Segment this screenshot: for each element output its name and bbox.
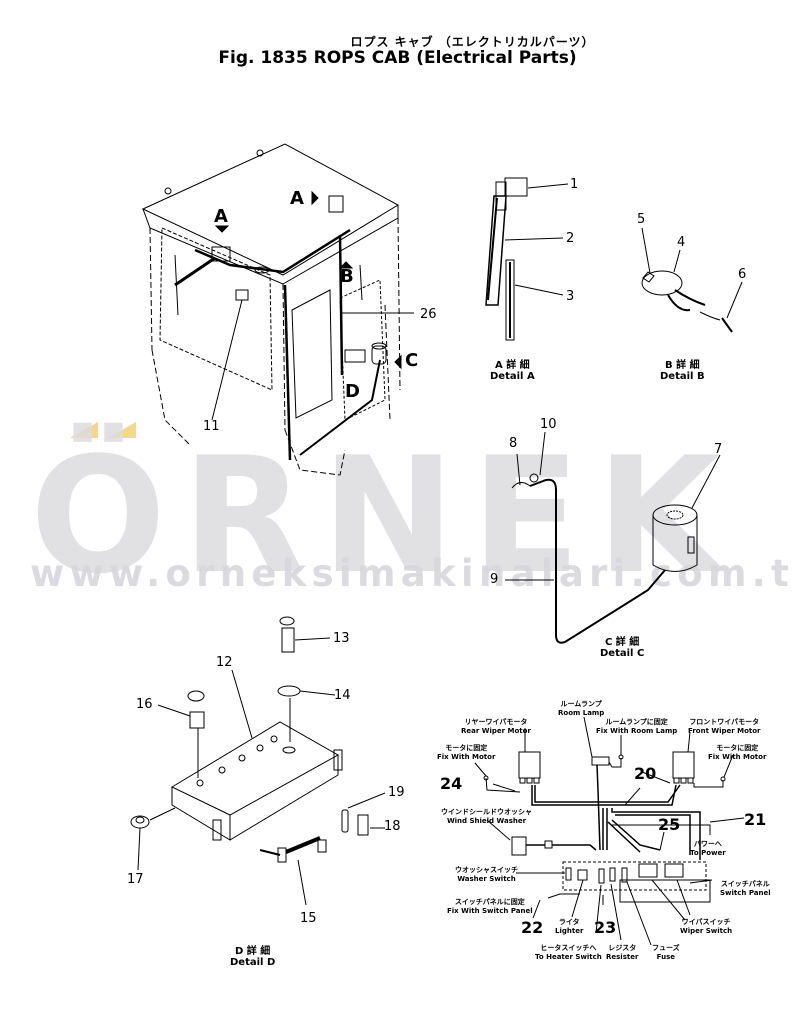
callout-8: 8 [509,436,518,451]
callout-4: 4 [677,235,686,250]
callout-1: 1 [570,177,579,192]
watermark-url: www.orneksimakinalari.com.tr [30,552,795,595]
detail-c-caption: C 詳 細 Detail C [600,637,644,659]
callout-26: 26 [420,307,437,322]
detail-b-caption-en: Detail B [660,371,705,382]
callout-18: 18 [384,819,401,834]
view-marker-a-top: A [290,188,304,209]
callout-2: 2 [566,231,575,246]
detail-c-caption-jp: C 詳 細 [604,637,640,648]
view-marker-a-left: A [214,206,228,227]
callout-5: 5 [637,212,646,227]
cab-assembly-drawing [141,143,414,476]
callout-17: 17 [127,872,144,887]
detail-d-caption-jp: D 詳 細 [234,946,271,957]
callout-12: 12 [216,655,233,670]
callout-10: 10 [540,417,557,432]
figure-title-japanese: ロプス キャブ （エレクトリカルパーツ） [350,35,595,49]
callout-15: 15 [300,911,317,926]
detail-d-drawing [130,616,386,906]
callout-23: 23 [594,918,617,937]
callout-25: 25 [658,815,681,834]
callout-7: 7 [714,442,723,457]
callout-16: 16 [136,697,153,712]
callout-14: 14 [334,688,351,703]
detail-a-caption-en: Detail A [490,371,535,382]
figure-title: ロプス キャブ （エレクトリカルパーツ） Fig. 1835 ROPS CAB … [0,36,795,67]
detail-b-caption-jp: B 詳 細 [664,360,700,371]
figure-title-english: Fig. 1835 ROPS CAB (Electrical Parts) [218,48,577,68]
detail-b-drawing [641,227,743,333]
detail-b-caption: B 詳 細 Detail B [660,360,705,382]
view-marker-d: D [345,381,360,402]
callout-11: 11 [203,419,220,434]
view-marker-c: C [405,350,419,371]
detail-a-caption-jp: A 詳 細 [494,360,530,371]
detail-d-caption-en: Detail D [230,957,276,968]
detail-a-drawing [485,177,569,341]
detail-c-caption-en: Detail C [600,648,645,659]
wiring-diagram-drawing [474,716,745,946]
callout-6: 6 [738,267,747,282]
callout-22: 22 [521,918,544,937]
detail-d-caption: D 詳 細 Detail D [230,946,275,968]
callout-24: 24 [440,774,463,793]
callout-3: 3 [566,289,575,304]
watermark-brand: ÖRNEK [30,422,737,609]
callout-19: 19 [388,785,405,800]
callout-21: 21 [744,810,767,829]
callout-20: 20 [634,764,657,783]
callout-9: 9 [490,572,499,587]
view-marker-b: B [340,266,354,287]
detail-c-drawing [505,431,721,644]
callout-13: 13 [333,631,350,646]
detail-a-caption: A 詳 細 Detail A [490,360,535,382]
